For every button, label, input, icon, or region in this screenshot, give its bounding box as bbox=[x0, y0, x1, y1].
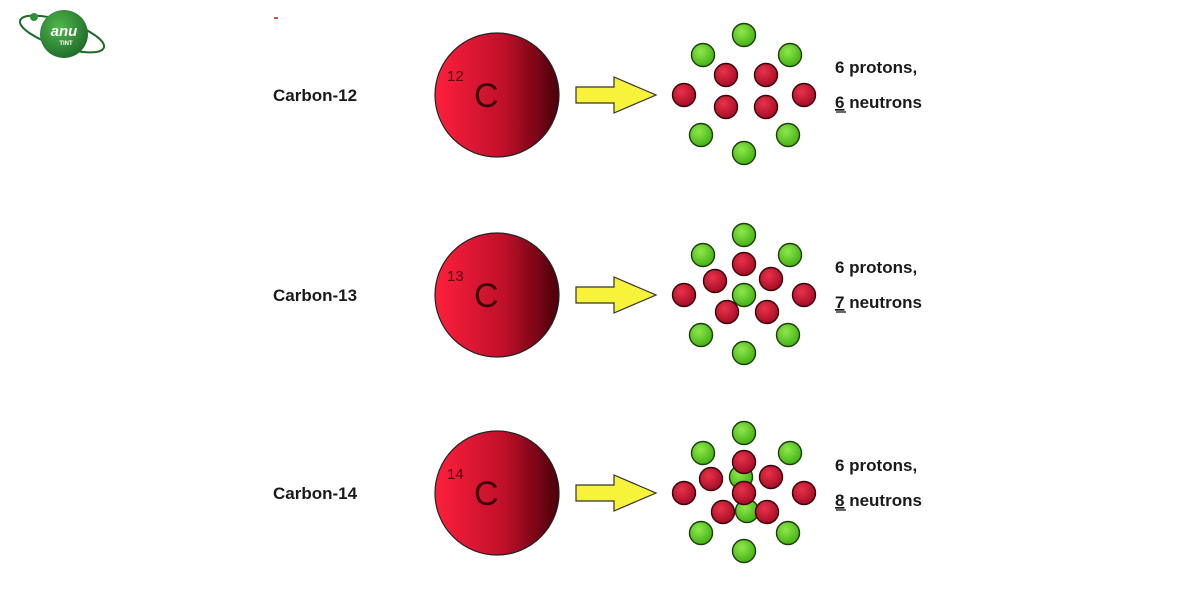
neutron bbox=[775, 322, 801, 348]
neutron-word: neutrons bbox=[844, 293, 921, 312]
neutron bbox=[731, 222, 757, 248]
isotope-row: Carbon-13 13C 6 protons, 7 neutrons bbox=[273, 222, 922, 366]
neutron bbox=[688, 520, 714, 546]
isotope-row: Carbon-14 14C 6 protons, 8 neutrons bbox=[273, 420, 922, 564]
neutron-word: neutrons bbox=[844, 491, 921, 510]
proton bbox=[758, 464, 784, 490]
neutron bbox=[690, 242, 716, 268]
neutron bbox=[731, 420, 757, 446]
anu-tint-logo: anu TINT bbox=[18, 10, 106, 58]
arrow-right-icon bbox=[575, 76, 658, 114]
proton bbox=[671, 480, 697, 506]
element-symbol: C bbox=[474, 277, 499, 315]
neutron bbox=[775, 520, 801, 546]
proton bbox=[791, 82, 817, 108]
neutron bbox=[775, 122, 801, 148]
proton bbox=[671, 82, 697, 108]
carbon-atom: 13C bbox=[434, 232, 560, 358]
neutron bbox=[777, 42, 803, 68]
mass-number: 14 bbox=[447, 466, 464, 483]
proton bbox=[710, 499, 736, 525]
neutron-count-number: 6 bbox=[835, 93, 844, 112]
neutron bbox=[777, 440, 803, 466]
logo-text-top: anu bbox=[51, 23, 78, 40]
neutron bbox=[731, 140, 757, 166]
nucleus bbox=[671, 222, 817, 366]
neutron bbox=[731, 340, 757, 366]
arrow-right-icon bbox=[575, 474, 658, 512]
isotope-row: Carbon-12 12C 6 protons, 6 neutrons bbox=[273, 22, 922, 166]
proton bbox=[791, 282, 817, 308]
proton bbox=[731, 449, 757, 475]
neutron bbox=[731, 22, 757, 48]
arrow-right-icon bbox=[575, 276, 658, 314]
proton bbox=[754, 499, 780, 525]
proton-count-label: 6 protons, bbox=[835, 258, 917, 277]
isotope-name-label: Carbon-12 bbox=[273, 86, 357, 105]
proton bbox=[754, 299, 780, 325]
proton bbox=[731, 251, 757, 277]
proton bbox=[671, 282, 697, 308]
neutron-count-label: 7 neutrons bbox=[835, 293, 922, 312]
mass-number: 12 bbox=[447, 68, 464, 85]
isotope-name-label: Carbon-13 bbox=[273, 286, 357, 305]
element-symbol: C bbox=[474, 475, 499, 513]
proton bbox=[698, 466, 724, 492]
nucleus bbox=[671, 420, 817, 564]
element-symbol: C bbox=[474, 77, 499, 115]
proton bbox=[758, 266, 784, 292]
mass-number: 13 bbox=[447, 268, 464, 285]
proton bbox=[753, 94, 779, 120]
neutron-count-number: 7 bbox=[835, 293, 844, 312]
neutron bbox=[777, 242, 803, 268]
proton bbox=[702, 268, 728, 294]
proton-count-label: 6 protons, bbox=[835, 456, 917, 475]
proton bbox=[753, 62, 779, 88]
neutron-count-label: 6 neutrons bbox=[835, 93, 922, 112]
proton bbox=[714, 299, 740, 325]
neutron bbox=[731, 282, 757, 308]
neutron-word: neutrons bbox=[844, 93, 921, 112]
neutron bbox=[688, 322, 714, 348]
logo-text-bottom: TINT bbox=[59, 41, 73, 47]
carbon-atom: 14C bbox=[434, 430, 560, 556]
neutron bbox=[688, 122, 714, 148]
proton bbox=[713, 94, 739, 120]
neutron bbox=[690, 42, 716, 68]
proton-count-label: 6 protons, bbox=[835, 58, 917, 77]
neutron bbox=[731, 538, 757, 564]
proton bbox=[713, 62, 739, 88]
neutron-count-label: 8 neutrons bbox=[835, 491, 922, 510]
nucleus bbox=[671, 22, 817, 166]
isotope-name-label: Carbon-14 bbox=[273, 484, 358, 503]
proton bbox=[731, 480, 757, 506]
proton bbox=[791, 480, 817, 506]
neutron bbox=[690, 440, 716, 466]
carbon-atom: 12C bbox=[434, 32, 560, 158]
neutron-count-number: 8 bbox=[835, 491, 844, 510]
